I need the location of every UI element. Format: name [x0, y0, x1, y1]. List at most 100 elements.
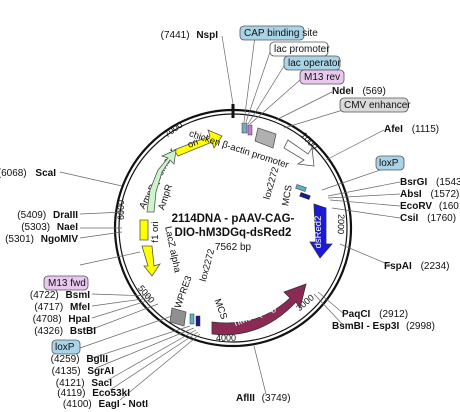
site-ndei-name: NdeI	[332, 86, 354, 97]
site-afei-pos: (1115)	[412, 124, 439, 135]
tag-loxp-right-label: loxP	[379, 158, 399, 169]
site-eco53ki-pos: (4119)	[57, 388, 85, 399]
tick-1000: 1000	[299, 130, 320, 152]
tag-cmv-enhancer[interactable]: CMV enhancer	[339, 97, 411, 113]
site-saci-name: SacI	[91, 378, 112, 389]
site-draiii-name: DraIII	[53, 210, 78, 221]
site-hpai-name: HpaI	[68, 314, 90, 325]
site-sgrai-name: SgrAI	[87, 366, 114, 377]
site-bsrgi[interactable]: BsrGI (1543)	[400, 177, 460, 188]
site-ngomiv-name: NgoMIV	[41, 234, 79, 245]
tag-loxp-right[interactable]: loxP	[375, 155, 405, 171]
tag-loxp-left-label: loxP	[55, 342, 75, 353]
site-aflii[interactable]: AflII (3749)	[236, 393, 291, 404]
tag-lac-promoter[interactable]: lac promoter	[269, 41, 330, 57]
lacz-alpha-arrow[interactable]	[141, 245, 161, 277]
site-eagi-noti-name: EagI - NotI	[99, 399, 149, 410]
dsred2-label: dsRed2	[313, 216, 324, 249]
cag-promoter-arrow[interactable]	[283, 139, 315, 167]
site-fspai[interactable]: FspAI (2234)	[384, 261, 449, 272]
lac-operator-marker	[241, 122, 248, 134]
tag-m13-fwd[interactable]: M13 fwd	[43, 275, 89, 291]
site-ndei[interactable]: NdeI (569)	[332, 86, 386, 97]
tag-m13-rev-box	[299, 69, 345, 85]
tag-lac-operator[interactable]: lac operator	[283, 55, 341, 71]
site-nspi[interactable]: (7441) NspI	[161, 30, 219, 41]
site-mfei-name: MfeI	[70, 302, 90, 313]
site-afei[interactable]: AfeI (1115)	[384, 124, 439, 135]
ori-arrow[interactable]	[173, 129, 223, 157]
ampr-arrow[interactable]	[146, 149, 177, 213]
site-bstbi-name: BstBI	[70, 326, 96, 337]
tick-5000: 5000	[136, 283, 157, 305]
site-csii-pos: (1760)	[427, 213, 456, 224]
tag-lac-promoter-label: lac promoter	[274, 44, 330, 55]
tag-lac-operator-label: lac operator	[288, 58, 341, 69]
tag-cap-binding-site[interactable]: CAP binding site	[239, 25, 318, 41]
site-draiii[interactable]: (5409) DraIII	[17, 210, 78, 221]
site-absi[interactable]: AbsI (1572)	[400, 189, 459, 200]
site-eco53ki[interactable]: (4119) Eco53kI	[57, 388, 130, 399]
tag-m13-rev[interactable]: M13 rev	[299, 69, 345, 85]
tick-6000: 6000	[116, 200, 126, 220]
site-aflii-name: AflII	[236, 393, 255, 404]
tag-cap-binding-site-box	[239, 25, 305, 41]
lox2272-bottom-label: lox2272	[198, 248, 217, 283]
site-bglii[interactable]: (4259) BglII	[51, 354, 109, 365]
site-naei-pos: (5303)	[21, 222, 50, 233]
site-eagi-noti[interactable]: (4100) EagI - NotI	[63, 399, 148, 410]
site-sgrai-pos: (4135)	[52, 366, 81, 377]
site-ngomiv[interactable]: (5301) NgoMIV	[5, 234, 78, 245]
site-bsmbi-name: BsmBI - Esp3I	[332, 321, 399, 332]
dsred2-arrow[interactable]	[309, 203, 333, 259]
site-paqci-name: PaqCI	[342, 309, 371, 320]
site-naei-name: NaeI	[57, 222, 78, 233]
site-saci-pos: (4121)	[56, 378, 85, 389]
loxp-top-marker	[299, 192, 311, 200]
site-bglii-name: BglII	[86, 354, 108, 365]
map-title-line2: DIO-hM3DGq-dsRed2	[175, 227, 292, 239]
site-sgrai[interactable]: (4135) SgrAI	[52, 366, 115, 377]
m13-rev-marker	[247, 124, 253, 136]
site-bstbi-pos: (4326)	[34, 326, 63, 337]
site-scai[interactable]: (6068) ScaI	[0, 168, 56, 179]
site-scai-name: ScaI	[35, 168, 56, 179]
tag-cmv-enhancer-box	[339, 97, 409, 113]
site-mfei-pos: (4717)	[34, 302, 63, 313]
site-hpai[interactable]: (4708) HpaI	[33, 314, 91, 325]
site-draiii-pos: (5409)	[17, 210, 46, 221]
f1-ori-block[interactable]	[139, 219, 149, 241]
tag-loxp-right-box	[375, 155, 405, 171]
site-saci[interactable]: (4121) SacI	[56, 378, 112, 389]
site-eagi-noti-pos: (4100)	[63, 399, 92, 410]
lox2272-top-marker	[295, 184, 307, 192]
site-nspi-pos: (7441)	[161, 30, 190, 41]
mcs-bottom-label: MCS	[212, 297, 230, 321]
cmv-enhancer-block[interactable]	[254, 127, 277, 149]
site-bstbi[interactable]: (4326) BstBI	[34, 326, 96, 337]
leader-lines	[59, 35, 401, 401]
site-absi-name: AbsI	[400, 189, 422, 200]
site-bsmi-pos: (4722)	[30, 290, 59, 301]
site-bsrgi-name: BsrGI	[400, 177, 427, 188]
site-csii[interactable]: CsiI (1760)	[400, 213, 456, 224]
site-ecorv-pos: (1601)	[439, 201, 460, 212]
site-paqci-pos: (2912)	[379, 309, 408, 320]
map-title-line1: 2114DNA - pAAV-CAG-	[172, 213, 295, 225]
site-nspi-name: NspI	[196, 30, 218, 41]
site-paqci[interactable]: PaqCI (2912)	[342, 309, 408, 320]
wpre3-block[interactable]	[169, 307, 187, 327]
tag-cmv-enhancer-label: CMV enhancer	[344, 100, 411, 111]
site-naei[interactable]: (5303) NaeI	[21, 222, 78, 233]
site-bsmbi[interactable]: BsmBI - Esp3I (2998)	[332, 321, 435, 332]
site-ecorv[interactable]: EcoRV (1601)	[400, 201, 460, 212]
site-mfei[interactable]: (4717) MfeI	[34, 302, 90, 313]
hm3d-arrow[interactable]	[211, 283, 307, 336]
site-fspai-name: FspAI	[384, 261, 412, 272]
tag-m13-fwd-label: M13 fwd	[48, 278, 86, 289]
tag-m13-rev-label: M13 rev	[304, 72, 340, 83]
site-bsmi[interactable]: (4722) BsmI	[30, 290, 90, 301]
tag-loxp-left[interactable]: loxP	[51, 339, 81, 355]
